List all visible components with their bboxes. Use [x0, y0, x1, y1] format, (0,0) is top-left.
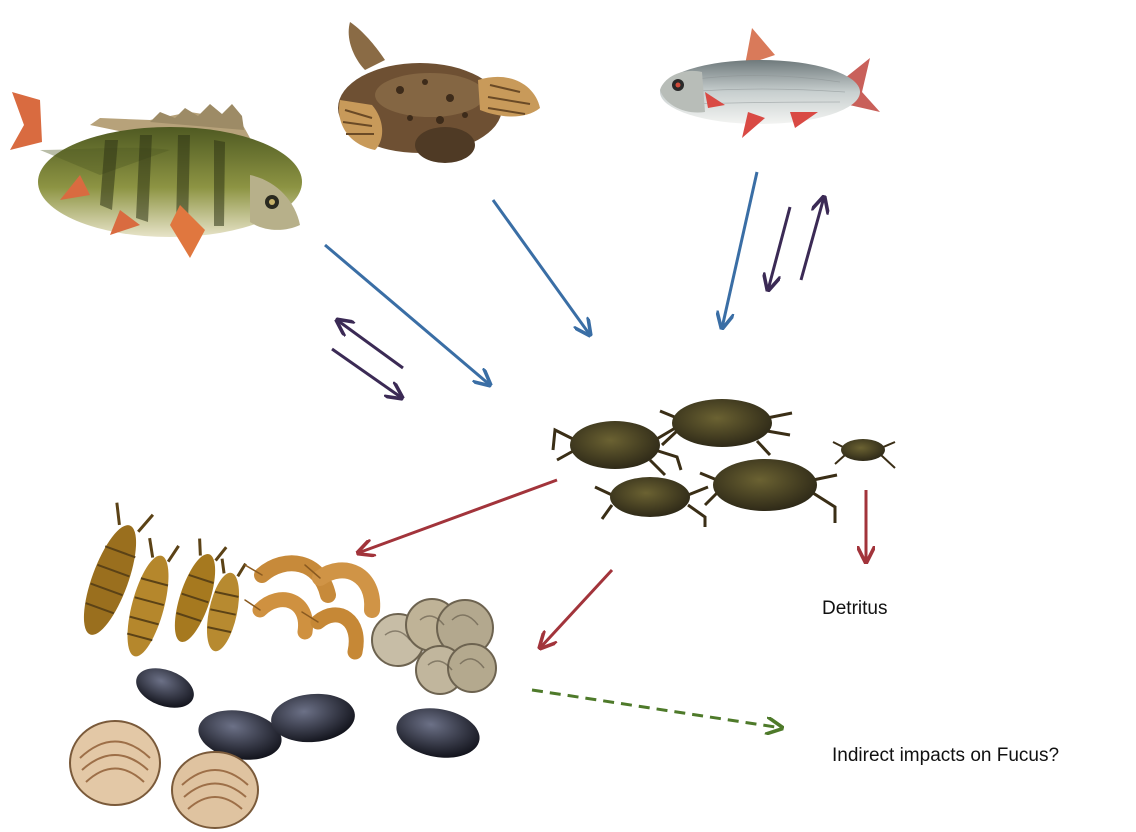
amphipod-group [245, 563, 372, 652]
cockle [172, 752, 258, 828]
crabs-to-roach-arrow [801, 197, 824, 280]
crabs-to-snails-arrow [540, 570, 612, 648]
sculpin-to-crabs-arrow [493, 200, 590, 335]
crab [595, 477, 708, 527]
cockle [70, 721, 160, 805]
detritus-label: Detritus [822, 598, 887, 620]
indirect-effect-arrow [532, 690, 782, 728]
crabs-to-prey-arrow [358, 480, 557, 553]
mussel [269, 690, 357, 745]
snail [448, 644, 496, 692]
roach-to-crabs-arrow [722, 172, 757, 328]
crab-group [553, 399, 895, 527]
indirect-impacts-label: Indirect impacts on Fucus? [832, 745, 1059, 767]
amphipod [318, 615, 356, 652]
sculpin-fish [338, 22, 540, 163]
snail-group [372, 599, 496, 694]
perch-to-crabs-feedback-arrow [332, 349, 402, 398]
feedback-arrows [332, 197, 824, 398]
perch-to-crabs-arrow [325, 245, 490, 385]
crab [700, 459, 837, 523]
crab [553, 421, 681, 475]
crab [660, 399, 792, 455]
crab [833, 439, 895, 468]
predation-arrows [325, 172, 757, 385]
roach-fish [660, 28, 880, 138]
mussel [392, 702, 483, 764]
isopod-group [71, 502, 247, 661]
perch-fish [10, 92, 302, 258]
amphipod [260, 600, 306, 632]
roach-to-crabs-feedback-arrow [768, 207, 790, 290]
mussel [131, 661, 200, 715]
